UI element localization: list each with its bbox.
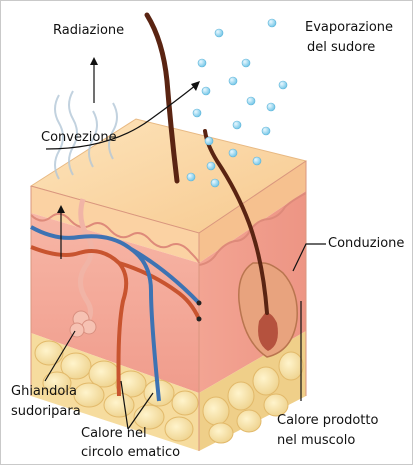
label-sweat-gland-line2: sudoripara bbox=[11, 403, 81, 420]
label-sweat-gland-line1: Ghiandola bbox=[11, 383, 77, 400]
label-radiation: Radiazione bbox=[53, 22, 124, 39]
vessel-end-artery bbox=[197, 317, 202, 322]
label-evaporation-line2: del sudore bbox=[307, 39, 375, 56]
label-conduction: Conduzione bbox=[328, 235, 404, 252]
label-evaporation-line1: Evaporazione bbox=[305, 19, 393, 36]
label-muscle-heat-line1: Calore prodotto bbox=[277, 412, 378, 429]
vessel-end-vein bbox=[197, 301, 202, 306]
label-convection: Convezione bbox=[41, 129, 117, 146]
label-blood-heat-line2: circolo ematico bbox=[81, 444, 180, 461]
label-blood-heat-line1: Calore nel bbox=[81, 425, 147, 442]
label-muscle-heat-line2: nel muscolo bbox=[277, 432, 355, 449]
